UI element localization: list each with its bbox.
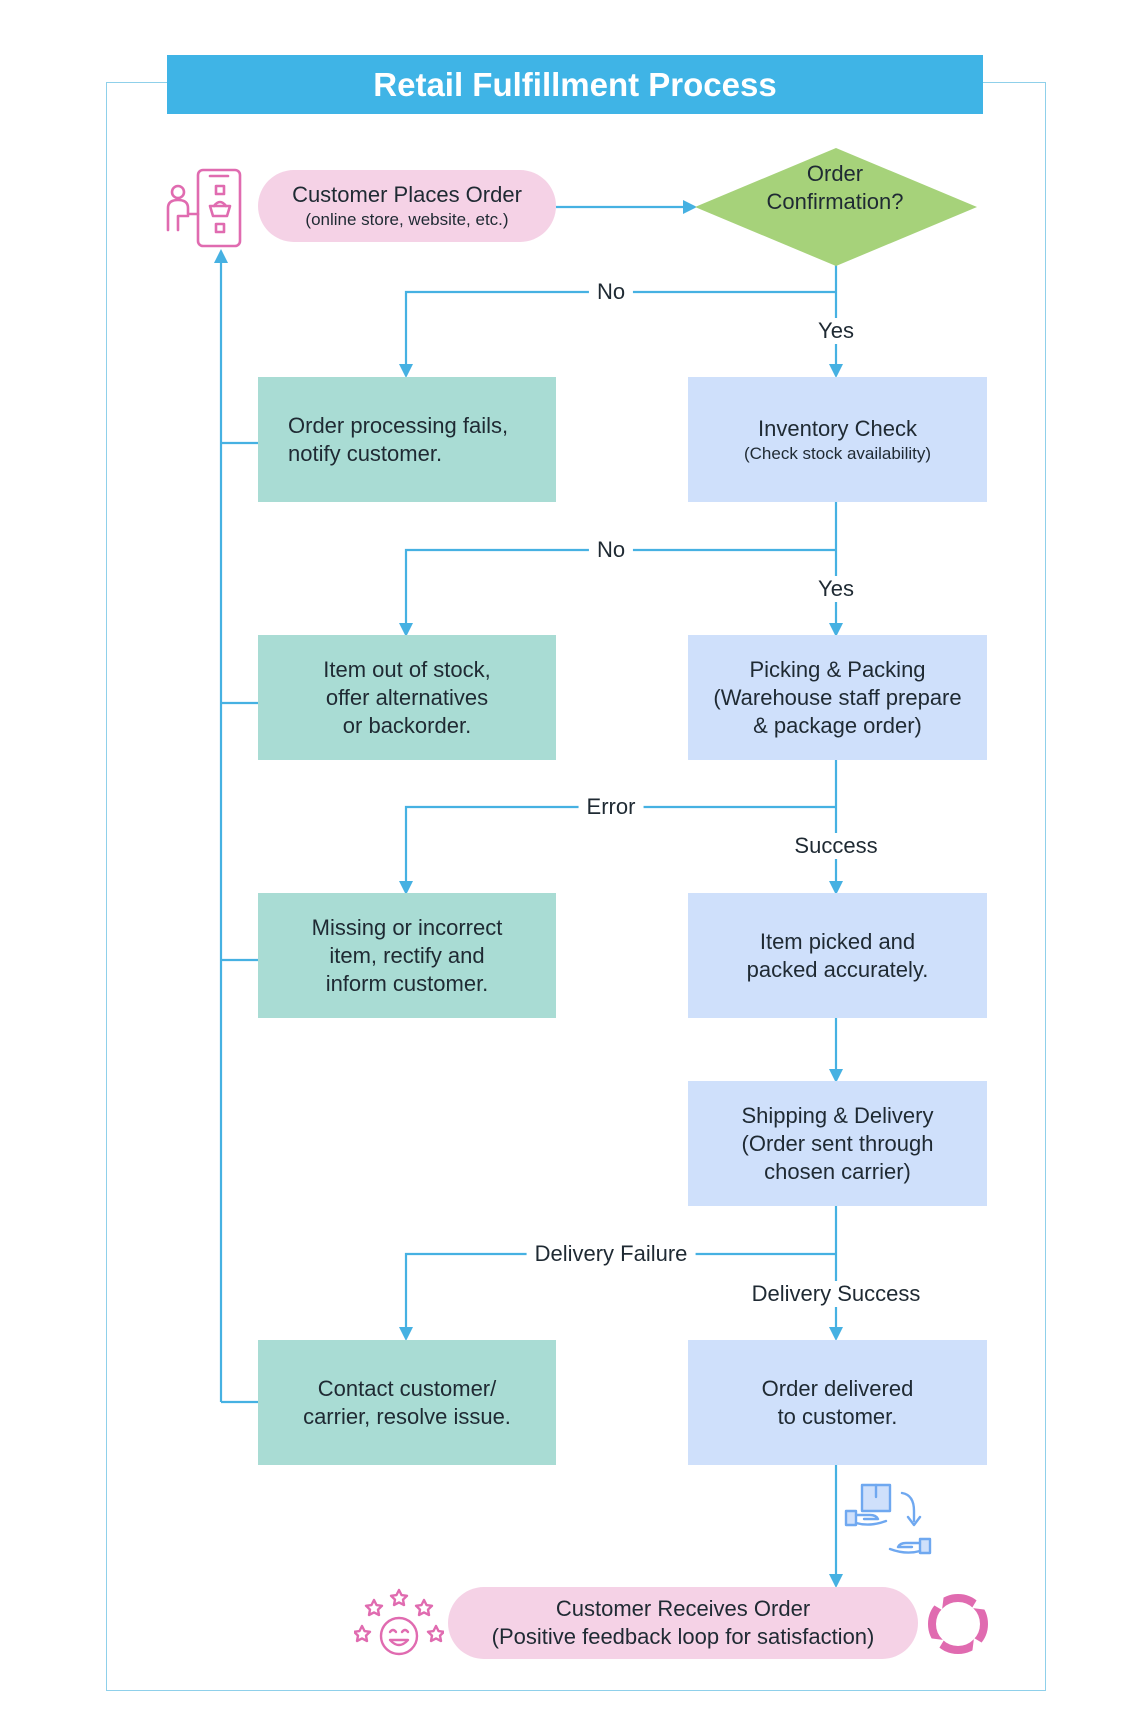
edge-label-success: Success — [786, 833, 886, 859]
shipping-delivery-box: Shipping & Delivery (Order sent through … — [688, 1081, 987, 1206]
out-of-stock-box: Item out of stock, offer alternatives or… — [258, 635, 556, 760]
decision-diamond — [695, 148, 977, 266]
end-title: Customer Receives Order — [555, 1596, 811, 1621]
picking-packing-text: Picking & Packing (Warehouse staff prepa… — [713, 656, 962, 738]
edge-inventory-no — [399, 548, 836, 637]
edge-label-yes-1: Yes — [810, 318, 862, 344]
decision-text: Order Confirmation? — [766, 161, 904, 214]
contact-customer-box: Contact customer/ carrier, resolve issue… — [258, 1340, 556, 1465]
missing-item-box: Missing or incorrect item, rectify and i… — [258, 893, 556, 1018]
item-picked-box: Item picked and packed accurately. — [688, 893, 987, 1018]
inventory-check-title: Inventory Check — [758, 415, 917, 441]
edge-label-error: Error — [578, 794, 644, 820]
diagram-title: Retail Fulfillment Process — [167, 55, 983, 114]
contact-customer-text: Contact customer/ carrier, resolve issue… — [303, 1375, 511, 1429]
shipping-delivery-text: Shipping & Delivery (Order sent through … — [741, 1102, 934, 1184]
start-node: Customer Places Order (online store, web… — [258, 170, 556, 242]
start-subtitle: (online store, website, etc.) — [305, 210, 509, 229]
inventory-check-box: Inventory Check (Check stock availabilit… — [688, 377, 987, 502]
edge-label-no-1: No — [588, 279, 634, 305]
out-of-stock-text: Item out of stock, offer alternatives or… — [323, 656, 491, 738]
edge-label-delivery-success: Delivery Success — [743, 1281, 929, 1307]
edge-label-yes-2: Yes — [810, 576, 862, 602]
edge-decision-no — [399, 290, 836, 378]
end-subtitle: (Positive feedback loop for satisfaction… — [491, 1624, 875, 1649]
end-node: Customer Receives Order (Positive feedba… — [448, 1587, 918, 1659]
edge-label-no-2: No — [588, 537, 634, 563]
happy-stars-icon — [354, 1588, 444, 1656]
processing-fails-box: Order processing fails, notify customer. — [258, 377, 556, 502]
edge-label-delivery-failure: Delivery Failure — [526, 1241, 696, 1267]
package-handover-icon — [844, 1483, 932, 1555]
start-title: Customer Places Order — [292, 182, 522, 207]
edge-picking-error — [399, 805, 836, 895]
picking-packing-box: Picking & Packing (Warehouse staff prepa… — [688, 635, 987, 760]
mobile-shopping-icon — [166, 168, 242, 248]
cycle-arrows-icon — [928, 1594, 988, 1654]
item-picked-text: Item picked and packed accurately. — [746, 928, 929, 982]
order-delivered-box: Order delivered to customer. — [688, 1340, 987, 1465]
processing-fails-text: Order processing fails, notify customer. — [288, 412, 509, 466]
missing-item-text: Missing or incorrect item, rectify and i… — [311, 914, 503, 996]
order-delivered-text: Order delivered to customer. — [761, 1375, 914, 1429]
inventory-check-subtitle: (Check stock availability) — [743, 443, 932, 463]
